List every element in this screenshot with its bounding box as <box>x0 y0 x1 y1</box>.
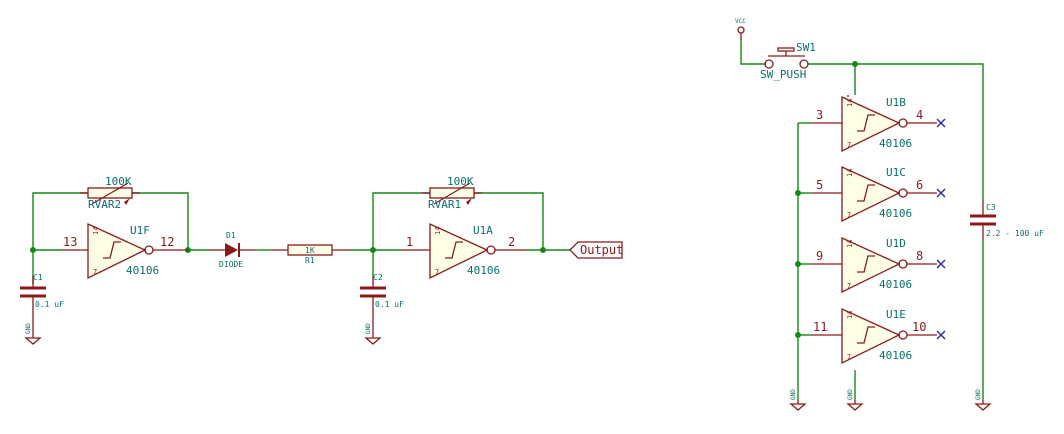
u1f-part: 40106 <box>126 264 159 277</box>
pin-4: 4 <box>916 108 923 122</box>
no-connect-marker <box>936 188 946 198</box>
gnd-label: GND <box>790 389 797 400</box>
c2-ref: C2 <box>373 273 383 282</box>
rvar1-potentiometer: 100K RVAR1 <box>422 175 482 211</box>
u1b-part: 40106 <box>879 137 912 150</box>
output-label: Output <box>569 241 623 259</box>
u1c-ref: U1C <box>886 166 906 179</box>
c1-capacitor: C1 0.1 uF <box>20 273 64 334</box>
pin-3: 3 <box>816 108 823 122</box>
vcc-pin-num: 14 <box>846 311 854 319</box>
gate-u1b: 3 14 7 4 U1B 40106 <box>812 95 946 153</box>
diode-d1: D1 DIODE <box>188 231 255 269</box>
switch-section: VCC SW1 SW_PUSH C3 2.2 - 100 uF <box>735 18 1044 411</box>
gnd-label: GND <box>365 323 372 334</box>
c1-value: 0.1 uF <box>35 300 64 309</box>
pin-10: 10 <box>912 320 926 334</box>
vcc-pin-num: 14 <box>92 227 100 235</box>
d1-value: DIODE <box>219 260 243 269</box>
c2-value: 0.1 uF <box>375 300 404 309</box>
sw1-value: SW_PUSH <box>760 68 806 81</box>
pin-8: 8 <box>916 249 923 263</box>
vcc-pin-num: 14 <box>846 99 854 107</box>
gnd-pin-num: 7 <box>847 141 851 149</box>
no-connect-marker <box>936 259 946 269</box>
u1e-part: 40106 <box>879 349 912 362</box>
ground-symbol: GND <box>846 389 864 411</box>
u1e-ref: U1E <box>886 308 906 321</box>
pin-1: 1 <box>406 235 413 249</box>
gate-u1a: 14 7 U1A 40106 <box>429 222 500 280</box>
sw1-ref: SW1 <box>796 41 816 54</box>
u1d-part: 40106 <box>879 278 912 291</box>
r1-value: 1K <box>305 246 315 255</box>
no-connect-marker <box>936 330 946 340</box>
pin-11: 11 <box>813 320 827 334</box>
c2-capacitor: C2 0.1 uF <box>360 250 404 334</box>
c3-capacitor: C3 2.2 - 100 uF <box>970 200 1044 240</box>
gate-u1d: 9 14 7 8 U1D 40106 <box>798 236 946 294</box>
c1-ref: C1 <box>33 273 43 282</box>
pin-5: 5 <box>816 178 823 192</box>
gate-u1c: 5 14 7 6 U1C 40106 <box>798 165 946 223</box>
gnd-label: GND <box>847 389 854 400</box>
u1a-part: 40106 <box>467 264 500 277</box>
no-connect-marker <box>936 118 946 128</box>
u1b-ref: U1B <box>886 96 906 109</box>
ground-symbol: GND <box>789 389 807 411</box>
output-label-text: Output <box>580 243 623 257</box>
gate-u1f: 14 7 U1F 40106 <box>87 222 159 280</box>
gnd-pin-num: 7 <box>435 268 439 276</box>
rvar1-ref: RVAR1 <box>428 198 461 211</box>
rvar2-ref: RVAR2 <box>88 198 121 211</box>
pin-6: 6 <box>916 178 923 192</box>
oscillator-2: 100K RVAR1 1 14 7 U1A 40106 2 C2 0.1 uF <box>360 175 623 345</box>
u1a-ref: U1A <box>473 224 493 237</box>
vcc-pin-num: 14 <box>846 240 854 248</box>
vcc-label: VCC <box>735 18 746 25</box>
vcc-pin-num: 14 <box>846 169 854 177</box>
gnd-pin-num: 7 <box>847 353 851 361</box>
rvar1-value: 100K <box>447 175 474 188</box>
c3-value: 2.2 - 100 uF <box>986 229 1044 238</box>
c3-ref: C3 <box>986 203 996 212</box>
pin-2: 2 <box>508 235 515 249</box>
vcc-pin-num: 14 <box>434 227 442 235</box>
ground-symbol: GND <box>974 389 992 411</box>
pin-12: 12 <box>160 235 174 249</box>
pin-13: 13 <box>63 235 77 249</box>
rvar2-value: 100K <box>105 175 132 188</box>
resistor-r1: 1K R1 <box>270 244 350 265</box>
vcc-symbol: VCC <box>735 18 746 40</box>
u1c-part: 40106 <box>879 207 912 220</box>
oscillator-1: 100K RVAR2 13 14 7 U1F 40106 12 C1 0.1 u… <box>20 175 191 345</box>
d1-ref: D1 <box>226 231 236 240</box>
u1f-ref: U1F <box>130 224 150 237</box>
pin-9: 9 <box>816 249 823 263</box>
gate-u1e: 11 14 7 10 U1E 40106 <box>798 307 946 365</box>
gnd-pin-num: 7 <box>847 211 851 219</box>
r1-ref: R1 <box>305 256 315 265</box>
gnd-label: GND <box>975 389 982 400</box>
gnd-pin-num: 7 <box>847 282 851 290</box>
gnd-pin-num: 7 <box>93 268 97 276</box>
ground-symbol: GND <box>364 323 382 345</box>
ground-symbol: GND <box>24 323 42 345</box>
sw1-pushbutton: SW1 SW_PUSH <box>760 41 816 81</box>
u1d-ref: U1D <box>886 237 906 250</box>
gnd-label: GND <box>25 323 32 334</box>
rvar2-potentiometer: 100K RVAR2 <box>80 175 140 211</box>
